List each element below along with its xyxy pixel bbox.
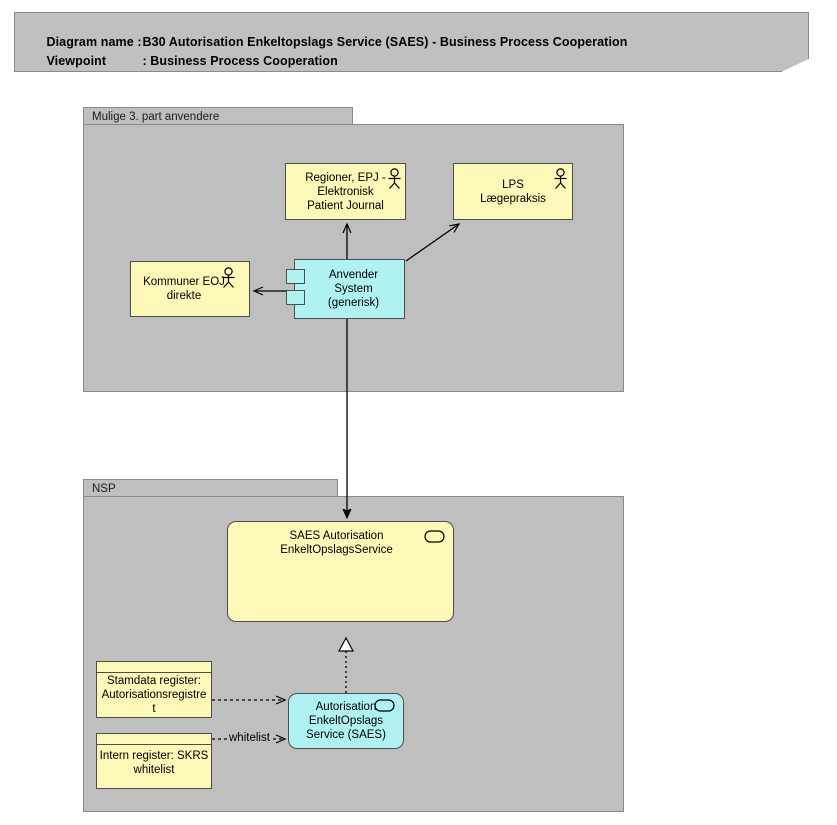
diagram-name-line: Diagram name :B30 Autorisation Enkeltops…: [25, 21, 627, 63]
component-icon: [286, 269, 305, 284]
node-intern-register-skrs-whitelist[interactable]: Intern register: SKRS whitelist: [96, 733, 212, 789]
group-header-mulige-3-part-anvendere[interactable]: Mulige 3. part anvendere: [83, 107, 353, 124]
node-label: Intern register: SKRS whitelist: [99, 750, 209, 776]
actor-icon: [388, 168, 401, 189]
node-regioner-epj[interactable]: Regioner, EPJ - Elektronisk Patient Jour…: [285, 163, 406, 220]
viewpoint-value: : Business Process Cooperation: [142, 54, 338, 68]
node-stamdata-register-autorisationsregistret[interactable]: Stamdata register: Autorisationsregistre…: [96, 661, 212, 718]
node-saes-autorisation-enkeltopslagsservice[interactable]: SAES Autorisation EnkeltOpslagsService: [227, 521, 454, 622]
edge-label-whitelist: whitelist: [228, 732, 271, 744]
group-header-nsp[interactable]: NSP: [83, 479, 338, 496]
diagram-title-banner: Diagram name :B30 Autorisation Enkeltops…: [14, 12, 809, 72]
service-oval-icon: [374, 699, 395, 712]
service-oval-icon: [424, 530, 445, 543]
node-label: Regioner, EPJ - Elektronisk Patient Jour…: [305, 171, 386, 212]
node-lps-laegepraksis[interactable]: LPS Lægepraksis: [453, 163, 573, 220]
node-anvender-system-generisk[interactable]: Anvender System (generisk): [286, 259, 405, 319]
node-kommuner-eoj-direkte[interactable]: Kommuner EOJ direkte: [130, 261, 250, 317]
node-autorisation-enkeltopslags-service-saes[interactable]: Autorisation EnkeltOpslags Service (SAES…: [288, 693, 404, 749]
node-label: Autorisation EnkeltOpslags Service (SAES…: [306, 701, 386, 741]
viewpoint-label: Viewpoint: [46, 54, 107, 68]
component-icon: [286, 290, 305, 305]
diagram-name-value: B30 Autorisation Enkeltopslags Service (…: [142, 35, 628, 49]
actor-icon: [222, 267, 235, 288]
node-label: Anvender System (generisk): [327, 269, 380, 309]
node-label: Stamdata register: Autorisationsregistre…: [101, 675, 207, 715]
data-object-icon: [97, 744, 211, 745]
viewpoint-line: Viewpoint : Business Process Cooperation: [25, 40, 338, 72]
node-label: Kommuner EOJ direkte: [143, 276, 225, 302]
group-label: NSP: [92, 483, 116, 495]
data-object-icon: [97, 672, 211, 673]
group-label: Mulige 3. part anvendere: [92, 111, 220, 123]
actor-icon: [554, 168, 567, 189]
node-label: LPS Lægepraksis: [480, 178, 546, 205]
node-label: SAES Autorisation EnkeltOpslagsService: [280, 530, 393, 556]
diagram-name-label: Diagram name :: [46, 35, 142, 49]
